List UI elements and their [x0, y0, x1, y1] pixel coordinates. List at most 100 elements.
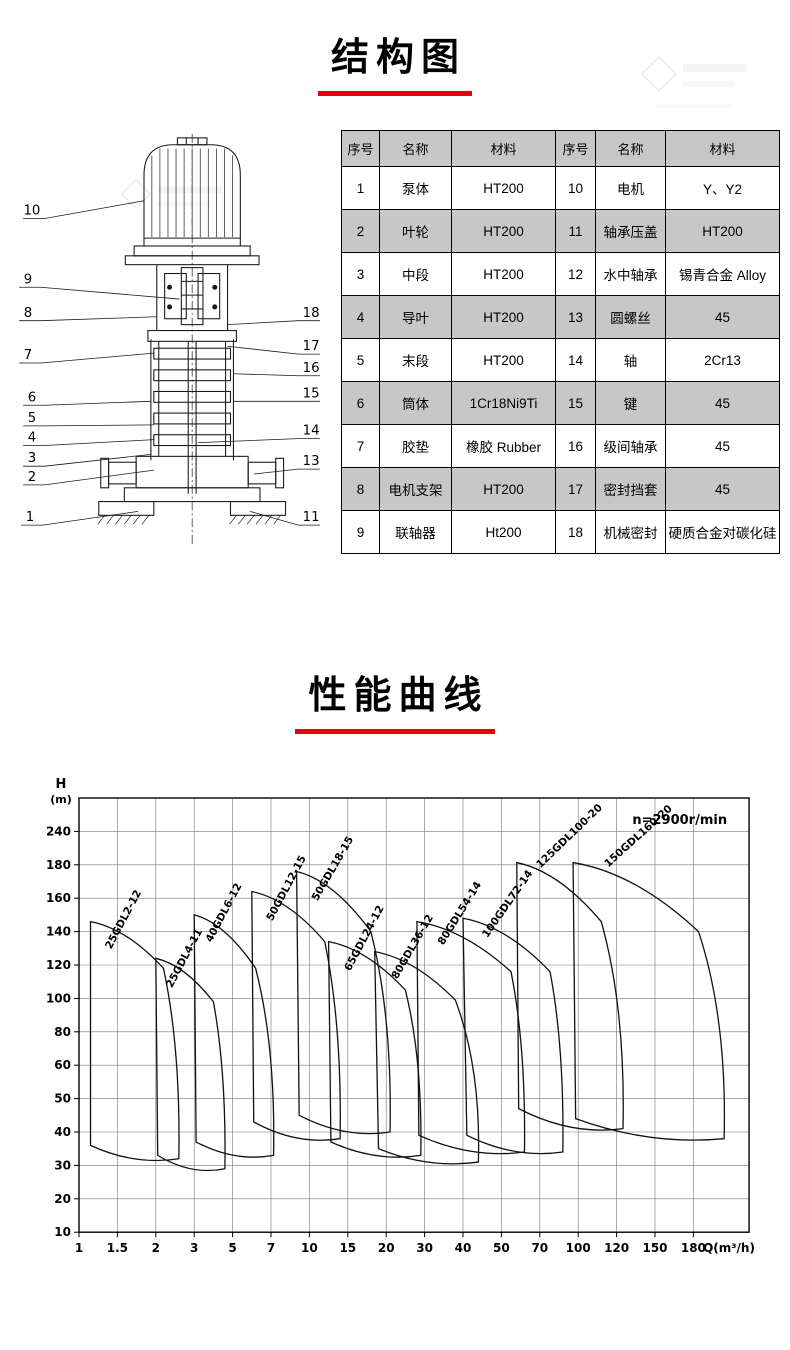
callout-label-5: 5 [28, 411, 36, 426]
cell-part-material: HT200 [451, 338, 556, 382]
x-tick-label: 70 [531, 1241, 548, 1255]
callout-label-18: 18 [303, 306, 320, 321]
cell-part-material: Ht200 [451, 510, 556, 554]
cell-part-name: 密封挡套 [595, 467, 666, 511]
x-tick-label: 40 [455, 1241, 472, 1255]
cell-part-number: 5 [341, 338, 380, 382]
x-tick-label: 20 [378, 1241, 395, 1255]
pump-top-flange [147, 329, 237, 342]
callout-label-2: 2 [28, 470, 36, 485]
motor-fins [151, 148, 233, 238]
cell-part-name: 叶轮 [379, 209, 452, 253]
y-tick-label: 80 [54, 1025, 71, 1039]
y-tick-label: 120 [46, 958, 71, 972]
x-tick-label: 50 [493, 1241, 510, 1255]
cell-part-number: 8 [341, 467, 380, 511]
callout-label-9: 9 [24, 272, 32, 287]
y-tick-label: 140 [46, 925, 71, 939]
column-header: 材料 [451, 130, 556, 167]
curve-label-65GDL24-12: 65GDL24-12 [342, 904, 387, 973]
cell-part-material: HT200 [451, 166, 556, 210]
coupling [180, 267, 204, 326]
cell-part-name: 圆螺丝 [595, 295, 666, 339]
x-tick-label: 5 [228, 1241, 236, 1255]
callout-label-8: 8 [24, 306, 32, 321]
x-tick-label: 10 [301, 1241, 318, 1255]
cell-part-name: 电机支架 [379, 467, 452, 511]
cell-part-material: HT200 [451, 467, 556, 511]
cell-part-material: 45 [665, 424, 780, 468]
pump-curve-125GDL100-20 [516, 861, 624, 1131]
pump-curve-80GDL54-14 [416, 920, 526, 1155]
cell-part-material: HT200 [451, 209, 556, 253]
curve-label-50GDL18-15: 50GDL18-15 [310, 834, 357, 903]
curve-label-25GDL2-12: 25GDL2-12 [103, 888, 144, 951]
stage-ring [153, 390, 232, 403]
pump-curves [89, 861, 726, 1172]
callout-label-16: 16 [303, 361, 320, 376]
pump-curve-40GDL6-12 [193, 914, 275, 1158]
stage-ring [153, 412, 232, 425]
callout-label-14: 14 [303, 424, 320, 439]
cell-part-name: 胶垫 [379, 424, 452, 468]
stage-ring [153, 347, 232, 360]
curve-label-80GDL36-12: 80GDL36-12 [389, 913, 436, 982]
x-tick-label: 180 [681, 1241, 706, 1255]
cell-part-name: 末段 [379, 338, 452, 382]
cell-part-number: 13 [555, 295, 596, 339]
callout-label-6: 6 [28, 390, 36, 405]
x-tick-label: 150 [642, 1241, 667, 1255]
cell-part-name: 联轴器 [379, 510, 452, 554]
y-tick-label: 180 [46, 858, 71, 872]
column-header: 序号 [341, 130, 380, 167]
x-tick-label: 15 [339, 1241, 356, 1255]
x-tick-label: 2 [152, 1241, 160, 1255]
y-axis-label: H [56, 777, 67, 792]
pump-curve-25GDL2-12 [89, 920, 180, 1162]
cell-part-name: 导叶 [379, 295, 452, 339]
pump-curve-150GDL160-20 [572, 861, 726, 1141]
y-tick-label: 10 [54, 1225, 71, 1239]
cell-part-name: 泵体 [379, 166, 452, 210]
curve-label-100GDL72-14: 100GDL72-14 [480, 868, 535, 940]
callout-label-17: 17 [303, 339, 320, 354]
section-title-performance: 性能曲线 [295, 664, 495, 734]
plot-border [78, 797, 750, 1233]
speed-annotation: n=2900r/min [632, 813, 727, 828]
base-plate [123, 487, 261, 503]
pump-curve-80GDL36-12 [374, 950, 480, 1165]
cell-part-material: Y、Y2 [665, 166, 780, 210]
foot [229, 501, 287, 516]
cell-part-name: 轴承压盖 [595, 209, 666, 253]
callout-label-3: 3 [28, 451, 36, 466]
cell-part-material: 1Cr18Ni9Ti [451, 381, 556, 425]
cell-part-name: 机械密封 [595, 510, 666, 554]
callout-label-7: 7 [24, 348, 32, 363]
cell-part-material: HT200 [451, 295, 556, 339]
x-tick-label: 100 [566, 1241, 591, 1255]
y-tick-label: 60 [54, 1058, 71, 1072]
cell-part-material: 45 [665, 381, 780, 425]
cell-part-material: HT200 [665, 209, 780, 253]
cell-part-number: 15 [555, 381, 596, 425]
foot [98, 501, 155, 516]
stage-ring [153, 369, 232, 382]
callout-label-15: 15 [303, 386, 320, 401]
cell-part-number: 18 [555, 510, 596, 554]
pump-curve-100GDL72-14 [462, 917, 564, 1155]
cell-part-material: 45 [665, 467, 780, 511]
x-tick-label: 30 [416, 1241, 433, 1255]
callout-label-11: 11 [303, 510, 320, 525]
curve-label-80GDL54-14: 80GDL54-14 [436, 880, 484, 948]
